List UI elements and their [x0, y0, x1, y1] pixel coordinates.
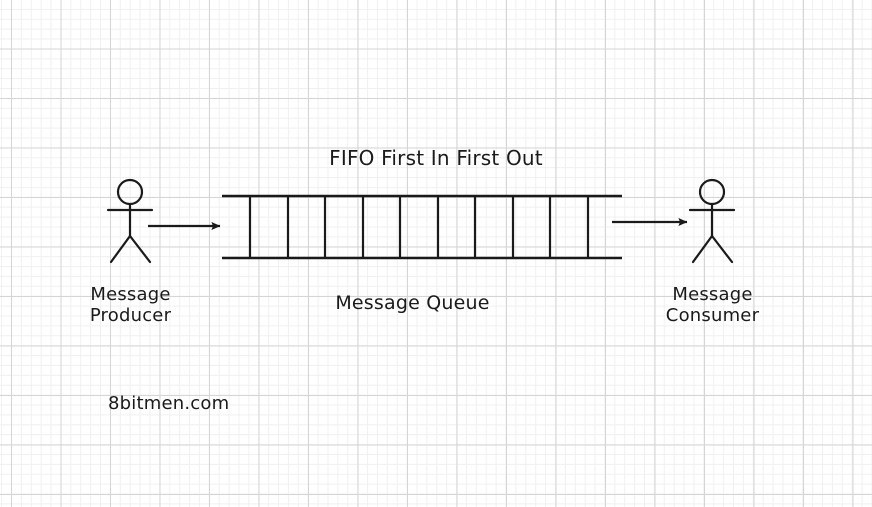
queue-label: Message Queue	[335, 292, 490, 314]
producer-leg-right	[128, 234, 152, 264]
producer-leg-left	[109, 234, 132, 264]
producer-label-line2: Producer	[89, 305, 172, 327]
consumer-leg-right	[710, 234, 734, 264]
producer-figure	[106, 178, 154, 264]
consumer-figure	[688, 178, 736, 264]
consumer-leg-left	[691, 234, 714, 264]
consumer-label-line1: Message	[672, 284, 753, 305]
consumer-label-line2: Consumer	[665, 305, 760, 327]
diagram-title: FIFO First In First Out	[329, 146, 543, 170]
message-queue-shape	[222, 194, 622, 260]
watermark: 8bitmen.com	[108, 393, 230, 414]
queue-dividers	[248, 196, 590, 258]
producer-label-line1: Message	[90, 284, 171, 305]
consumer-head-icon	[698, 178, 726, 206]
producer-label: Message Producer	[68, 284, 193, 326]
producer-head-icon	[116, 178, 144, 206]
consumer-label: Message Consumer	[650, 284, 775, 326]
